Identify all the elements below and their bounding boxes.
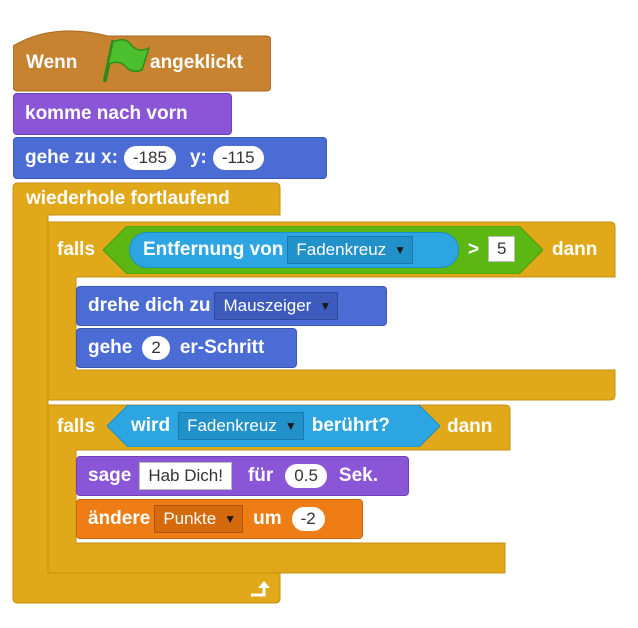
- goto-x-label: gehe zu x:: [25, 147, 118, 168]
- chevron-down-icon: ▼: [224, 512, 237, 526]
- chevron-down-icon: ▼: [394, 243, 407, 257]
- say-message-input[interactable]: Hab Dich!: [139, 462, 232, 490]
- distance-target-value: Fadenkreuz: [296, 240, 387, 259]
- chevron-down-icon: ▼: [284, 419, 297, 433]
- goto-xy-block[interactable]: gehe zu x: -185 y: -115: [13, 137, 327, 179]
- hat-label-before: Wenn: [26, 52, 78, 73]
- steps-input[interactable]: 2: [142, 336, 170, 360]
- variable-dropdown[interactable]: Punkte ▼: [154, 505, 244, 533]
- point-towards-label: drehe dich zu: [88, 295, 211, 316]
- if1-label: falls: [57, 239, 96, 260]
- forever-label: wiederhole fortlaufend: [26, 188, 230, 209]
- goto-y-label: y:: [189, 147, 207, 168]
- distance-target-dropdown[interactable]: Fadenkreuz ▼: [287, 236, 414, 264]
- say-for-label: für: [247, 465, 274, 486]
- threshold-input[interactable]: 5: [488, 236, 516, 262]
- distance-reporter[interactable]: Entfernung von Fadenkreuz ▼: [129, 232, 459, 268]
- if2-label: falls: [57, 416, 96, 437]
- touching-condition[interactable]: wird Fadenkreuz ▼ berührt?: [107, 405, 440, 447]
- variable-value: Punkte: [163, 509, 217, 528]
- loop-arrow-icon: [248, 579, 274, 604]
- point-towards-dropdown[interactable]: Mauszeiger ▼: [214, 292, 339, 320]
- move-steps-block[interactable]: gehe 2 er-Schritt: [76, 328, 297, 368]
- point-towards-value: Mauszeiger: [223, 296, 312, 315]
- touching-label: wird: [131, 415, 171, 436]
- point-towards-block[interactable]: drehe dich zu Mauszeiger ▼: [76, 286, 387, 326]
- greater-than-operator[interactable]: Entfernung von Fadenkreuz ▼ > 5: [103, 226, 543, 274]
- change-value-input[interactable]: -2: [291, 507, 325, 531]
- say-seconds-input[interactable]: 0.5: [285, 464, 327, 488]
- if1-then-label: dann: [552, 239, 598, 260]
- change-label: ändere: [88, 508, 151, 529]
- operator-symbol: >: [468, 239, 480, 260]
- move-steps-suffix: er-Schritt: [179, 337, 265, 358]
- go-to-front-label: komme nach vorn: [25, 103, 188, 124]
- goto-x-input[interactable]: -185: [123, 146, 176, 170]
- say-secs-label: Sek.: [338, 465, 379, 486]
- go-to-front-block[interactable]: komme nach vorn: [13, 93, 232, 135]
- green-flag-icon: [96, 36, 152, 89]
- move-label: gehe: [88, 337, 133, 358]
- change-by-label: um: [253, 508, 282, 529]
- say-label: sage: [88, 465, 132, 486]
- say-for-secs-block[interactable]: sage Hab Dich! für 0.5 Sek.: [76, 456, 409, 496]
- if2-then-label: dann: [447, 416, 493, 437]
- chevron-down-icon: ▼: [319, 299, 332, 313]
- touching-target-dropdown[interactable]: Fadenkreuz ▼: [178, 412, 304, 440]
- distance-reporter-label: Entfernung von: [143, 239, 284, 260]
- change-variable-block[interactable]: ändere Punkte ▼ um -2: [76, 499, 363, 539]
- goto-y-input[interactable]: -115: [212, 146, 264, 170]
- hat-label-after: angeklickt: [150, 52, 243, 73]
- touching-target-value: Fadenkreuz: [187, 416, 277, 435]
- touching-suffix: berührt?: [311, 415, 390, 436]
- when-flag-clicked-block[interactable]: Wenn angeklickt: [13, 28, 271, 92]
